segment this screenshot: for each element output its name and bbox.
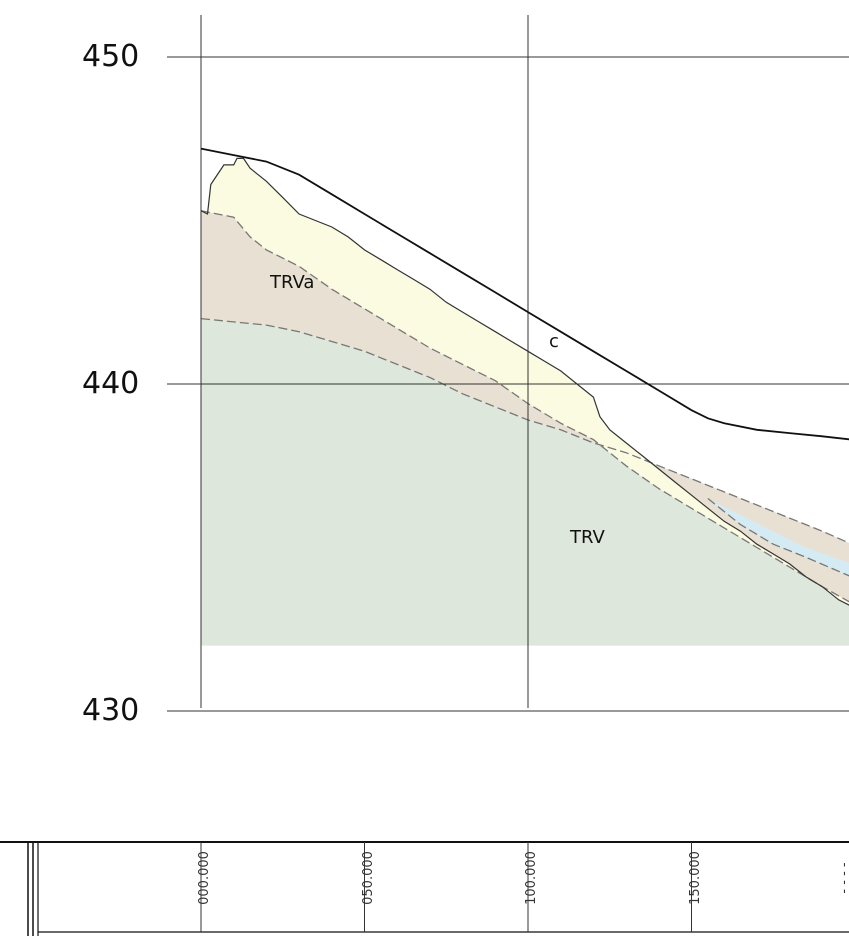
chainage-ticks [200, 842, 692, 932]
water-lens-area [707, 498, 849, 576]
terrain-top-line [200, 157, 849, 606]
unit-label-c: c [549, 331, 559, 352]
chainage-label-100: 100.000 [524, 851, 539, 905]
unit-label-trv: TRV [569, 527, 606, 548]
chainage-label-50: 050.000 [361, 851, 376, 905]
elevation-label-440: 440 [82, 366, 139, 401]
ground-surface-line [200, 147, 849, 441]
unit-label-trva: TRVa [269, 272, 314, 293]
chainage-label-150: 150.000 [688, 851, 703, 905]
elevation-grid [167, 15, 849, 712]
chainage-band [0, 841, 849, 936]
water-base-dashed-line [707, 497, 849, 577]
unit-fills [201, 158, 849, 646]
elevation-label-450: 450 [82, 39, 139, 74]
elevation-label-430: 430 [82, 693, 139, 728]
c-base-dashed-line [200, 210, 849, 603]
unit-trv-area [201, 318, 849, 646]
chainage-label-0: 000.000 [197, 851, 212, 905]
unit-c-area [201, 158, 849, 606]
chainage-label-200-partial: - - - - [837, 862, 849, 893]
